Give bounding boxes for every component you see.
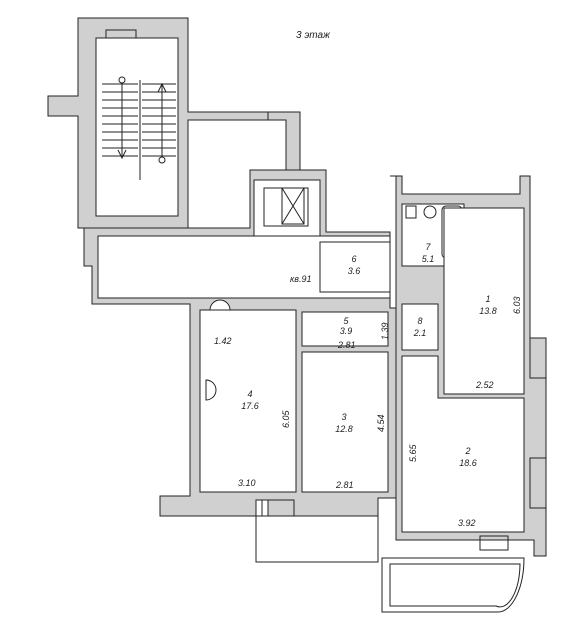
stair-marker-icon xyxy=(118,76,126,84)
window xyxy=(529,337,547,379)
up-arrow-icon xyxy=(157,82,167,93)
room-8 xyxy=(401,303,439,351)
balcony-right xyxy=(381,557,525,613)
dimension-label: 2.81 xyxy=(335,480,354,490)
room-number: 7 xyxy=(425,242,431,252)
elevator xyxy=(253,179,321,237)
room-number: 8 xyxy=(417,316,422,326)
room-5 xyxy=(301,311,389,347)
stair-marker-icon xyxy=(158,156,166,164)
dimension-label: 3.10 xyxy=(238,478,256,488)
window xyxy=(529,457,547,509)
dimension-label: 1.42 xyxy=(214,336,232,346)
room-6 xyxy=(319,241,391,293)
floor-title: 3 этаж xyxy=(296,30,331,41)
staircase xyxy=(47,17,271,229)
room-number: 6 xyxy=(351,254,356,264)
room-area: 13.8 xyxy=(479,306,497,316)
room-area: 5.1 xyxy=(422,254,435,264)
room-area: 17.6 xyxy=(241,401,259,411)
balcony-left xyxy=(255,515,379,563)
dimension-label: 4.54 xyxy=(376,414,386,432)
washbasin-icon xyxy=(423,205,437,219)
dimension-label: 6.03 xyxy=(512,296,522,314)
dimension-label: 3.92 xyxy=(458,518,476,528)
stair-steps xyxy=(102,83,176,157)
apartment-right-block: 7 5.1 8 2.1 1 13.8 6.03 2.52 2 18.6 5.65… xyxy=(381,175,547,613)
window xyxy=(479,535,509,551)
room-2 xyxy=(401,355,525,533)
dimension-label: 5.65 xyxy=(408,443,418,462)
room-3 xyxy=(301,351,389,493)
room-area: 12.8 xyxy=(335,424,353,434)
room-number: 2 xyxy=(464,446,470,456)
dimension-label: 6.05 xyxy=(281,409,291,428)
room-4 xyxy=(199,309,297,493)
room-1 xyxy=(443,207,525,395)
room-area: 2.1 xyxy=(413,328,427,338)
room-number: 5 xyxy=(343,316,349,326)
dimension-label: 2.52 xyxy=(475,380,494,390)
room-number: 1 xyxy=(485,294,490,304)
sink-icon xyxy=(205,379,217,401)
room-area: 3.6 xyxy=(348,266,361,276)
room-area: 3.9 xyxy=(340,326,353,336)
dimension-label: 1.39 xyxy=(380,322,390,340)
room-number: 4 xyxy=(247,389,252,399)
corridor-label: кв.91 xyxy=(290,274,311,284)
toilet-icon xyxy=(405,205,417,219)
passage-wall xyxy=(267,111,301,173)
room-number: 3 xyxy=(341,412,346,422)
room-area: 18.6 xyxy=(459,458,477,468)
dimension-label: 2.81 xyxy=(337,340,356,350)
apartment-left-block: кв.91 6 3.6 4 17.6 1.42 3.10 6.05 5 3.9 … xyxy=(83,169,397,563)
down-arrow-icon xyxy=(117,149,127,160)
